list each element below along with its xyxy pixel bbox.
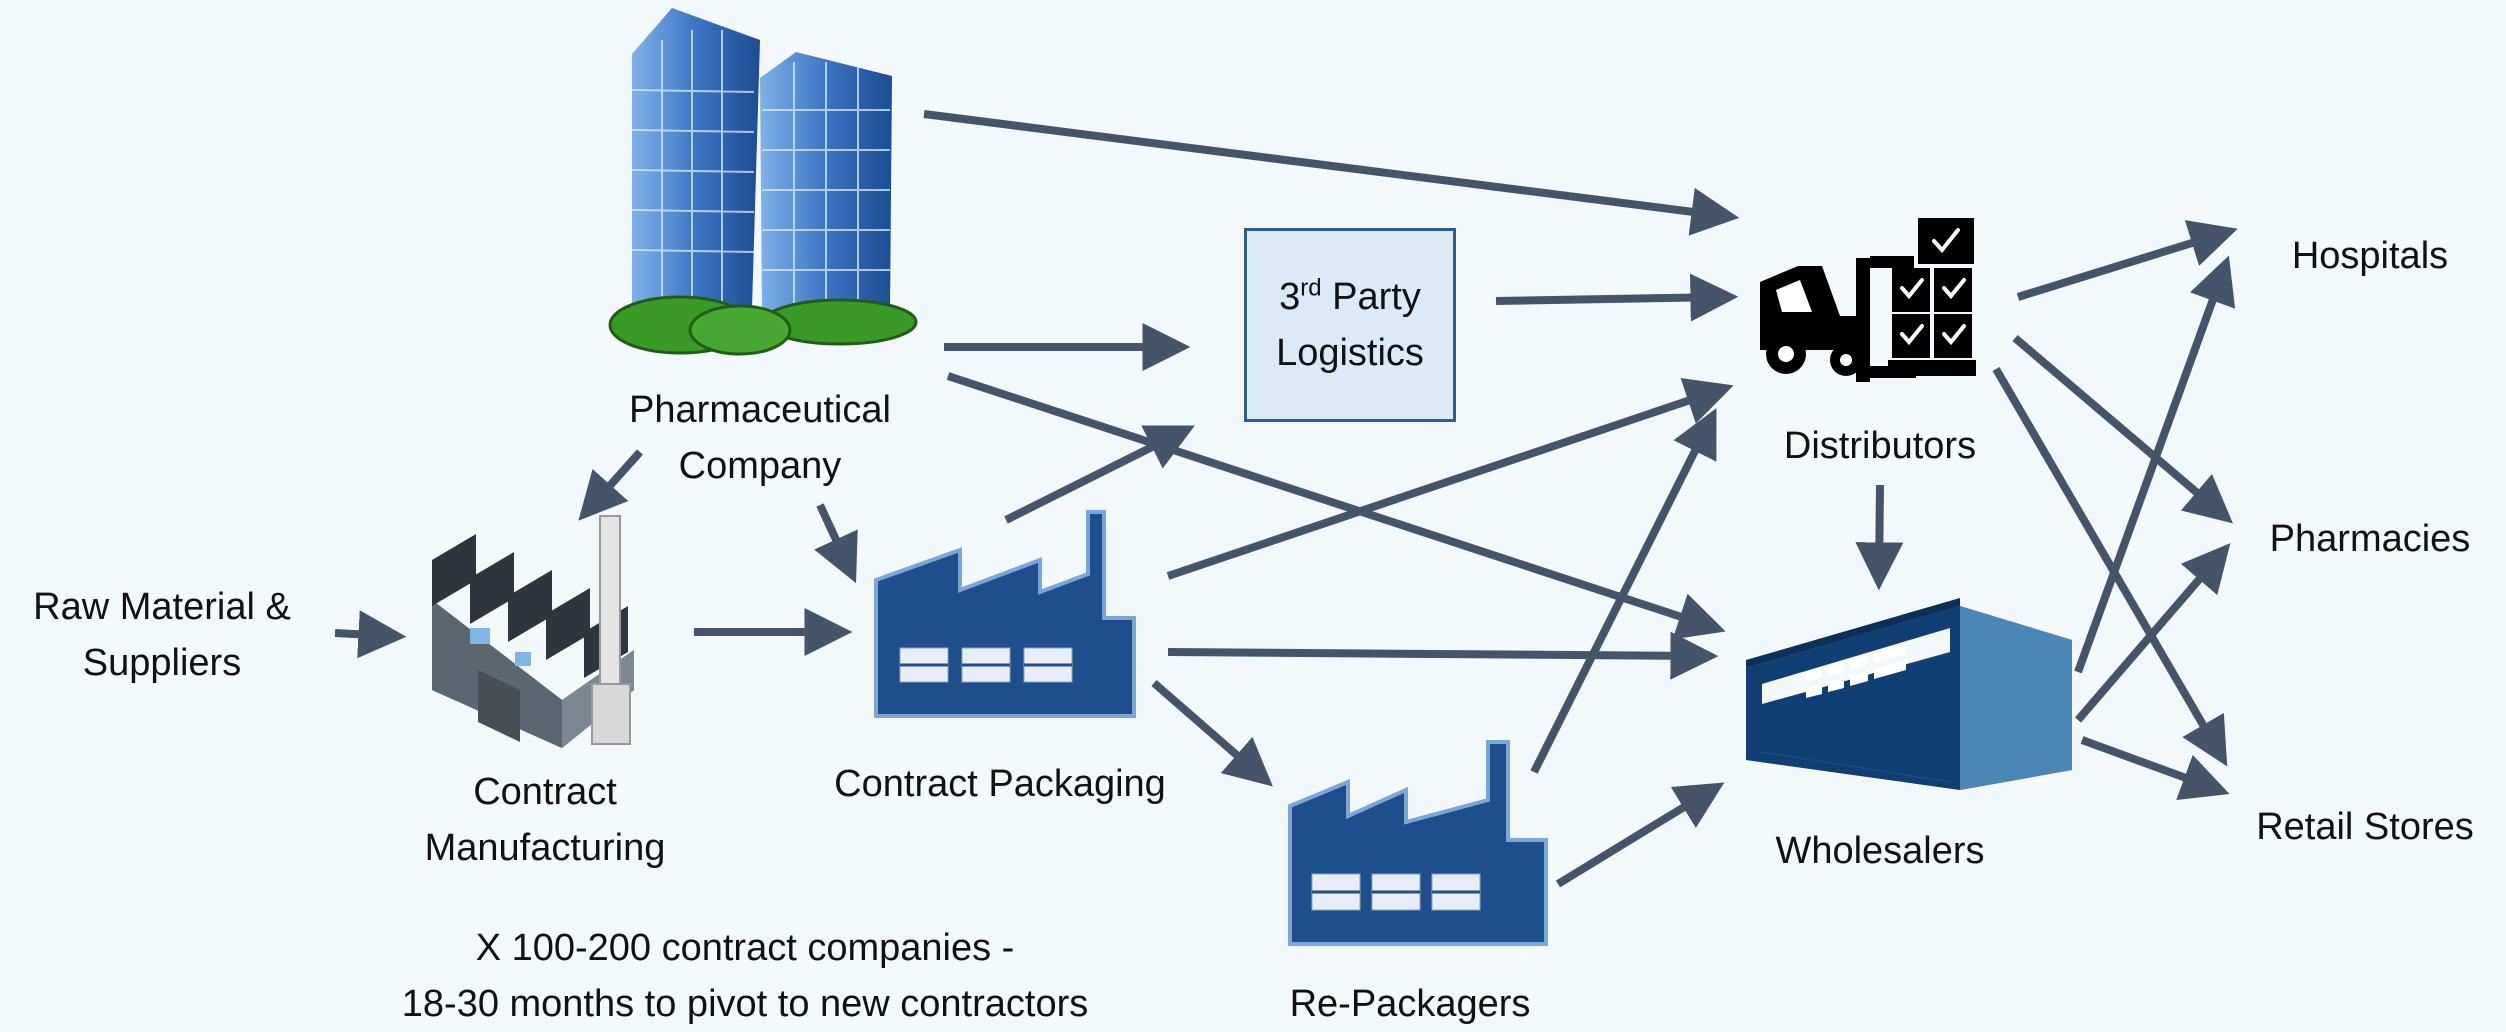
footnote: X 100-200 contract companies - 18-30 mon… [350, 920, 1140, 1032]
third-party-logistics-box: 3rd Party Logistics [1244, 228, 1456, 422]
arrow-pharma-to-packaging [814, 503, 858, 584]
arrow-raw-to-manufacturing [334, 610, 407, 659]
factory-icon [1288, 740, 1548, 946]
repackagers-label: Re-Packagers [1289, 983, 1531, 1025]
footnote-line2: 18-30 months to pivot to new contractors [401, 983, 1089, 1025]
hospitals-label: Hospitals [2291, 235, 2449, 277]
pharmacies-label: Pharmacies [2269, 518, 2471, 560]
raw-material-label-line1: Raw Material & [33, 586, 291, 628]
forklift-icon [1760, 218, 1976, 382]
arrow-wholesalers-to-pharmacies [2074, 543, 2231, 723]
pharma-label-line2: Company [678, 445, 842, 487]
contract-mfg-label-line1: Contract [473, 771, 617, 813]
arrow-packaging-to-distributors [1166, 377, 1734, 580]
wholesalers-label: Wholesalers [1775, 830, 1985, 872]
third-party-logistics-line1: 3rd Party [1279, 274, 1421, 318]
arrow-distributors-to-wholesalers [1855, 484, 1904, 591]
arrow-distributors-to-pharmacies [2012, 334, 2233, 524]
factory-icon [874, 510, 1136, 718]
arrow-3pl-to-distributors [1495, 273, 1739, 322]
arrow-distributors-to-hospitals [2016, 220, 2238, 301]
distributors-label: Distributors [1783, 425, 1977, 467]
arrow-packaging-to-repackagers [1151, 679, 1273, 787]
arrow-pharma-to-distributors [923, 110, 1740, 236]
footnote-line1: X 100-200 contract companies - [475, 927, 1015, 969]
pharmaceutical-company-label: Pharmaceutical Company [600, 382, 920, 494]
raw-material-label-line2: Suppliers [82, 642, 242, 684]
arrow-repackagers-to-wholesalers [1555, 782, 1725, 888]
warehouse-icon [1746, 598, 2072, 790]
office-buildings-icon [608, 8, 918, 356]
manufacturing-plant-icon [432, 515, 634, 748]
arrow-pharma-to-wholesalers [946, 372, 1726, 640]
pharma-label-line1: Pharmaceutical [629, 389, 891, 431]
third-party-logistics-line2: Logistics [1276, 332, 1424, 374]
contract-manufacturing-label: Contract Manufacturing [390, 764, 700, 876]
arrow-packaging-to-wholesalers [1167, 631, 1719, 680]
retail-stores-label: Retail Stores [2256, 806, 2474, 848]
contract-packaging-label: Contract Packaging [834, 763, 1166, 805]
arrow-repackagers-to-distributors [1530, 408, 1717, 774]
contract-mfg-label-line2: Manufacturing [424, 827, 666, 869]
flow-arrows [334, 110, 2238, 888]
arrow-packaging-to-3pl [1004, 425, 1195, 524]
arrow-wholesalers-to-hospitals [2074, 255, 2236, 674]
raw-material-label: Raw Material & Suppliers [6, 579, 318, 691]
arrow-wholesalers-to-retail [2080, 736, 2230, 801]
arrow-pharma-to-manufacturing [578, 449, 643, 521]
arrow-distributors-to-retail [1992, 366, 2228, 767]
